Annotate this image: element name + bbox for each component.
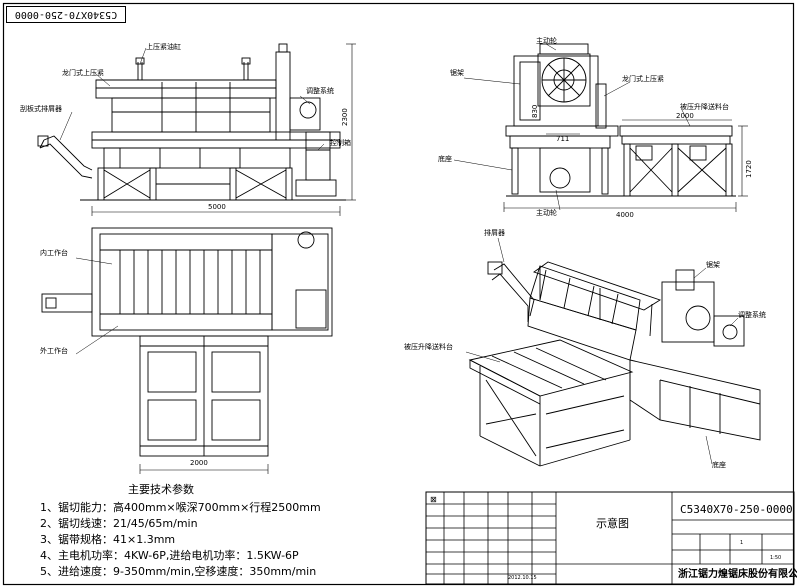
dim-side-table-len: 2000 bbox=[676, 112, 694, 120]
label-iso-transmission: 调整系统 bbox=[738, 311, 766, 319]
dim-side-width: 711 bbox=[556, 135, 570, 143]
label-iso-chip: 排屑器 bbox=[484, 229, 505, 237]
title-block-company: 浙江锯力煌锯床股份有限公司 bbox=[678, 569, 797, 580]
label-side-saw: 锯架 bbox=[450, 69, 464, 77]
label-front-chain: 刮板式排屑器 bbox=[20, 105, 62, 113]
label-plan-inner: 内工作台 bbox=[40, 249, 68, 257]
label-side-table: 被压升降送料台 bbox=[680, 103, 729, 111]
dim-plan-width: 2000 bbox=[190, 459, 208, 467]
dim-side-length: 4000 bbox=[616, 211, 634, 219]
label-plan-outer: 外工作台 bbox=[40, 347, 68, 355]
title-block-scale: 1 bbox=[740, 540, 744, 546]
label-front-transmission: 调整系统 bbox=[306, 87, 334, 95]
side-view bbox=[453, 43, 748, 212]
dim-side-height2: 1720 bbox=[745, 160, 753, 178]
label-side-driven: 主动轮 bbox=[536, 209, 557, 217]
label-side-gantry: 龙门式上压紧 bbox=[622, 75, 664, 83]
label-side-top: 主动轮 bbox=[536, 37, 557, 45]
iso-view bbox=[465, 237, 761, 467]
label-front-top: 上压紧油缸 bbox=[146, 43, 181, 51]
spec-line-5: 5、进给速度：9-350mm/min,空移速度：350mm/min bbox=[40, 565, 317, 578]
title-block-drawing-number: C5340X70-250-0000 bbox=[680, 503, 793, 516]
label-iso-saw: 锯架 bbox=[706, 261, 720, 269]
title-block-ratio: 1:50 bbox=[770, 555, 782, 561]
title-block-grid-glyphs: ⊠ bbox=[430, 495, 437, 504]
spec-line-1: 1、锯切能力：高400mm×喉深700mm×行程2500mm bbox=[40, 501, 321, 514]
label-front-left: 龙门式上压紧 bbox=[62, 69, 104, 77]
dim-side-height: 830 bbox=[531, 104, 539, 118]
label-front-control: 控制箱 bbox=[330, 139, 351, 147]
spec-line-2: 2、锯切线速：21/45/65m/min bbox=[40, 517, 198, 530]
drawing-number-stamp: C5340X70-250-0000 bbox=[6, 6, 126, 23]
dim-front-height: 2300 bbox=[341, 108, 349, 126]
front-view bbox=[37, 43, 356, 216]
label-iso-table: 被压升降送料台 bbox=[404, 343, 453, 351]
specs-title: 主要技术参数 bbox=[128, 483, 194, 496]
spec-line-3: 3、锯带规格：41×1.3mm bbox=[40, 533, 176, 546]
plan-view bbox=[41, 227, 333, 474]
label-side-base: 底座 bbox=[438, 155, 452, 163]
title-block-frame bbox=[425, 491, 795, 585]
dim-front-length: 5000 bbox=[208, 203, 226, 211]
title-block-description: 示意图 bbox=[596, 517, 629, 530]
spec-line-4: 4、主电机功率：4KW-6P,进给电机功率：1.5KW-6P bbox=[40, 549, 299, 562]
title-block-date: 2012.10.15 bbox=[508, 575, 537, 581]
label-iso-base: 底座 bbox=[712, 461, 726, 469]
